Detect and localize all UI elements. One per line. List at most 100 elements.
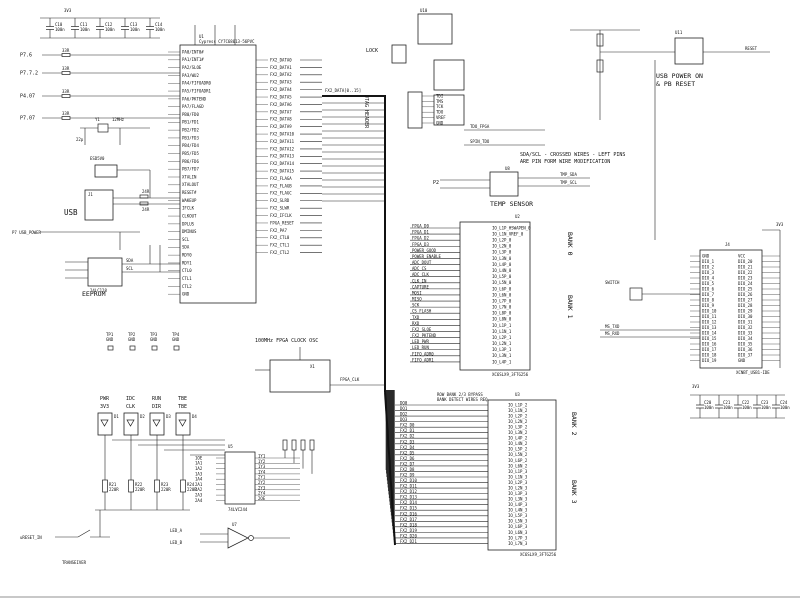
bank-b-pin: IO_L1N_2 bbox=[508, 408, 528, 413]
cap-value: 100n bbox=[55, 27, 65, 32]
decoupling-cap bbox=[71, 18, 79, 38]
rconn-left-pin: GND bbox=[702, 253, 710, 258]
bank-a-net: ADC_DOUT bbox=[412, 260, 432, 265]
bank-a-net: MOSI bbox=[412, 290, 422, 295]
bank-a-net: SCK bbox=[412, 303, 420, 308]
mcu-left-pin: PA0/INT0# bbox=[182, 49, 204, 54]
logic-gate: LED_A LED_B U7 bbox=[170, 522, 290, 549]
rconn-right-pin: DIO_32 bbox=[738, 325, 753, 330]
usb-res-b: 24R bbox=[142, 207, 150, 212]
bank-a-net: CLK_IN bbox=[412, 278, 427, 283]
jtag-section: LOCK U10 JTAG HEADER TDITMSTCKTDOVREFGND… bbox=[363, 8, 545, 146]
resistor-value: 33R bbox=[62, 111, 70, 116]
bank-b-ref: U3 bbox=[515, 392, 520, 397]
led-res-ref: R23 bbox=[161, 482, 169, 487]
buffer-right-pin: 2Y4 bbox=[258, 491, 266, 496]
bank-b-side-1: BANK 2 bbox=[570, 412, 578, 436]
cap-ref: C11 bbox=[80, 22, 88, 27]
bank-b-note-2: BANK DETECT WIRES REQ bbox=[437, 397, 488, 402]
eeprom-label: EEPROM bbox=[82, 290, 106, 298]
bank-b-pin: IO_L7P_3 bbox=[508, 535, 528, 540]
rconn-right-pin: DIO_20 bbox=[738, 259, 753, 264]
rconn-right-pin: DIO_31 bbox=[738, 319, 753, 324]
bank-b-note-1: ROW BANK 2/3 BYPASS bbox=[437, 392, 483, 397]
bank-a-pin: IO_L3P_1 bbox=[492, 347, 512, 352]
jtag-pin: TCK bbox=[436, 104, 444, 109]
rconn-right-pin: DIO_26 bbox=[738, 292, 753, 297]
bank-a-net: TXD bbox=[412, 315, 420, 320]
jtag-ref: U10 bbox=[420, 8, 428, 13]
crystal-freq: 12MHz bbox=[112, 117, 125, 122]
cap-ref: C23 bbox=[761, 400, 769, 405]
bank-b-pin: IO_L5N_3 bbox=[508, 519, 528, 524]
bank-b-pin: IO_L1N_3 bbox=[508, 474, 528, 479]
jtag-lock-label: LOCK bbox=[366, 48, 378, 54]
mcu-left-pin: XTALOUT bbox=[182, 182, 199, 187]
bank-b-net: FX2_D14 bbox=[400, 500, 417, 505]
bank-a-net: CS_FLASH bbox=[412, 309, 432, 314]
br-cap-rail: 3V3 bbox=[692, 384, 700, 389]
mcu-right-pin: FX2_DATA11 bbox=[270, 139, 295, 144]
led-name: RUN bbox=[152, 396, 161, 402]
buffer-right-pin: 2Y2 bbox=[258, 480, 266, 485]
rconn-sw: SWITCH bbox=[605, 280, 620, 285]
buffer-left-pin: 1A4 bbox=[195, 477, 203, 482]
resistor-value: 33R bbox=[62, 48, 70, 53]
buffer-left-pin: 1A3 bbox=[195, 471, 203, 476]
mcu-right-pin: FX2_SLRD bbox=[270, 198, 290, 203]
cap-ref: C12 bbox=[105, 22, 113, 27]
rconn-ref: J4 bbox=[725, 242, 730, 247]
bank-b-net: FX2_D7 bbox=[400, 461, 415, 466]
led-name: IDC bbox=[126, 396, 135, 402]
jtag-header-label: JTAG HEADER bbox=[363, 95, 369, 129]
mcu-right-pin: FX2_DATA15 bbox=[270, 169, 295, 174]
bank-b-net: FX2_D16 bbox=[400, 511, 417, 516]
port-label: P7.07 bbox=[20, 116, 35, 122]
rconn-left-pin: DIO_18 bbox=[702, 352, 717, 357]
rconn-right-pin: DIO_28 bbox=[738, 303, 753, 308]
testpoint-ref: TP4 bbox=[172, 332, 180, 337]
bank-a-pin: IO_L1P_1 bbox=[492, 323, 512, 328]
buffer-part: 74LVC244 bbox=[228, 507, 248, 512]
led-name: TBE bbox=[178, 396, 187, 402]
bank-b-net: FX2_D13 bbox=[400, 495, 417, 500]
series-resistor bbox=[61, 94, 71, 98]
rconn-right-pin: DIO_27 bbox=[738, 297, 753, 302]
mcu-left-pin: CTL0 bbox=[182, 268, 192, 273]
bank-b-net: FX2_D8 bbox=[400, 467, 415, 472]
decoupling-cap bbox=[715, 395, 723, 418]
por-title-1: USB POWER ON bbox=[656, 72, 703, 80]
led-resistor bbox=[128, 479, 134, 493]
resistor-value: 33R bbox=[62, 89, 70, 94]
bank-a-pin: IO_L4P_1 bbox=[492, 359, 512, 364]
eeprom-part: 24LC128 bbox=[90, 288, 107, 293]
port-label: P7.6 bbox=[20, 53, 32, 59]
cap-ref: C10 bbox=[55, 22, 63, 27]
testpoint-ref: TP3 bbox=[150, 332, 158, 337]
buffer-left-pin: 2A1 bbox=[195, 482, 203, 487]
led-resistor bbox=[180, 479, 186, 493]
led-net: TBE bbox=[178, 404, 187, 410]
bank-a-net: FIFO_ADR0 bbox=[412, 351, 434, 356]
jtag-pin: TMS bbox=[436, 99, 444, 104]
buffer-left-pin: 2A3 bbox=[195, 493, 203, 498]
bank-a-pin: IO_L3N_1 bbox=[492, 353, 512, 358]
led-res-value: 220R bbox=[135, 487, 145, 492]
mcu-right-pin: FX2_CTL1 bbox=[270, 243, 290, 248]
rconn-right-pin: DIO_37 bbox=[738, 352, 753, 357]
bank-a-pin: IO_L2N_0 bbox=[492, 244, 512, 249]
bank-a-pin: IO_L5N_0 bbox=[492, 280, 512, 285]
testpoint-ref: TP1 bbox=[106, 332, 114, 337]
rconn-left-pin: DIO_10 bbox=[702, 308, 717, 313]
bank-b-pin: IO_L4P_3 bbox=[508, 502, 528, 507]
testpoint-pad bbox=[129, 345, 136, 351]
mcu-left-pin: PA4/FIFOADR0 bbox=[182, 81, 211, 86]
decoupling-cap bbox=[753, 395, 761, 418]
cap-value: 100n bbox=[761, 405, 771, 410]
mcu-part: Cypress CY7C68013-56PVC bbox=[199, 39, 255, 44]
bank-b-net: FX2_D1 bbox=[400, 428, 415, 433]
usb-section: J1 USB ESD5V0 24R 24R P7 USB_POWER bbox=[12, 156, 180, 250]
mcu-right-pin: FX2_SLWR bbox=[270, 206, 290, 211]
